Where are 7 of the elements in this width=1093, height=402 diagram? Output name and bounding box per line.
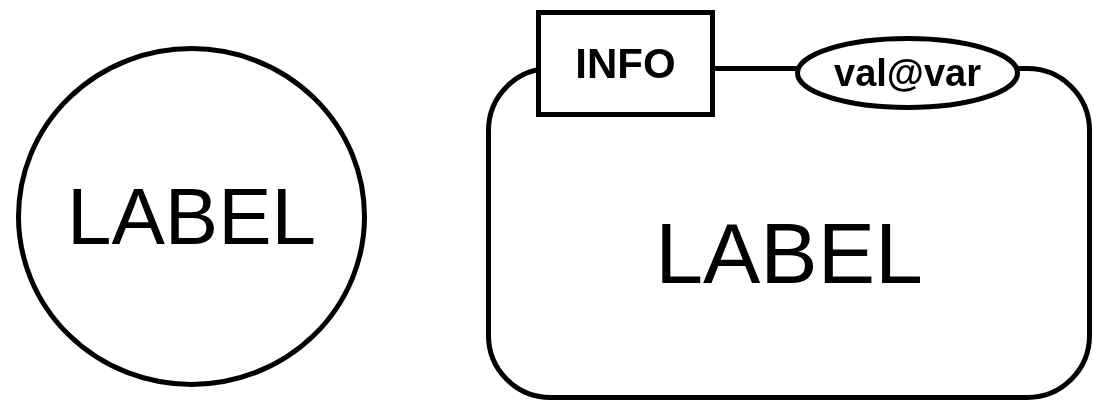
node-label: LABEL xyxy=(66,176,317,257)
node-label: LABEL xyxy=(655,210,923,296)
node-label: val@var xyxy=(834,54,981,92)
node-label: INFO xyxy=(575,42,676,85)
info-box xyxy=(536,10,715,117)
ellipse-node xyxy=(16,46,367,387)
ellipse-node xyxy=(795,36,1020,110)
